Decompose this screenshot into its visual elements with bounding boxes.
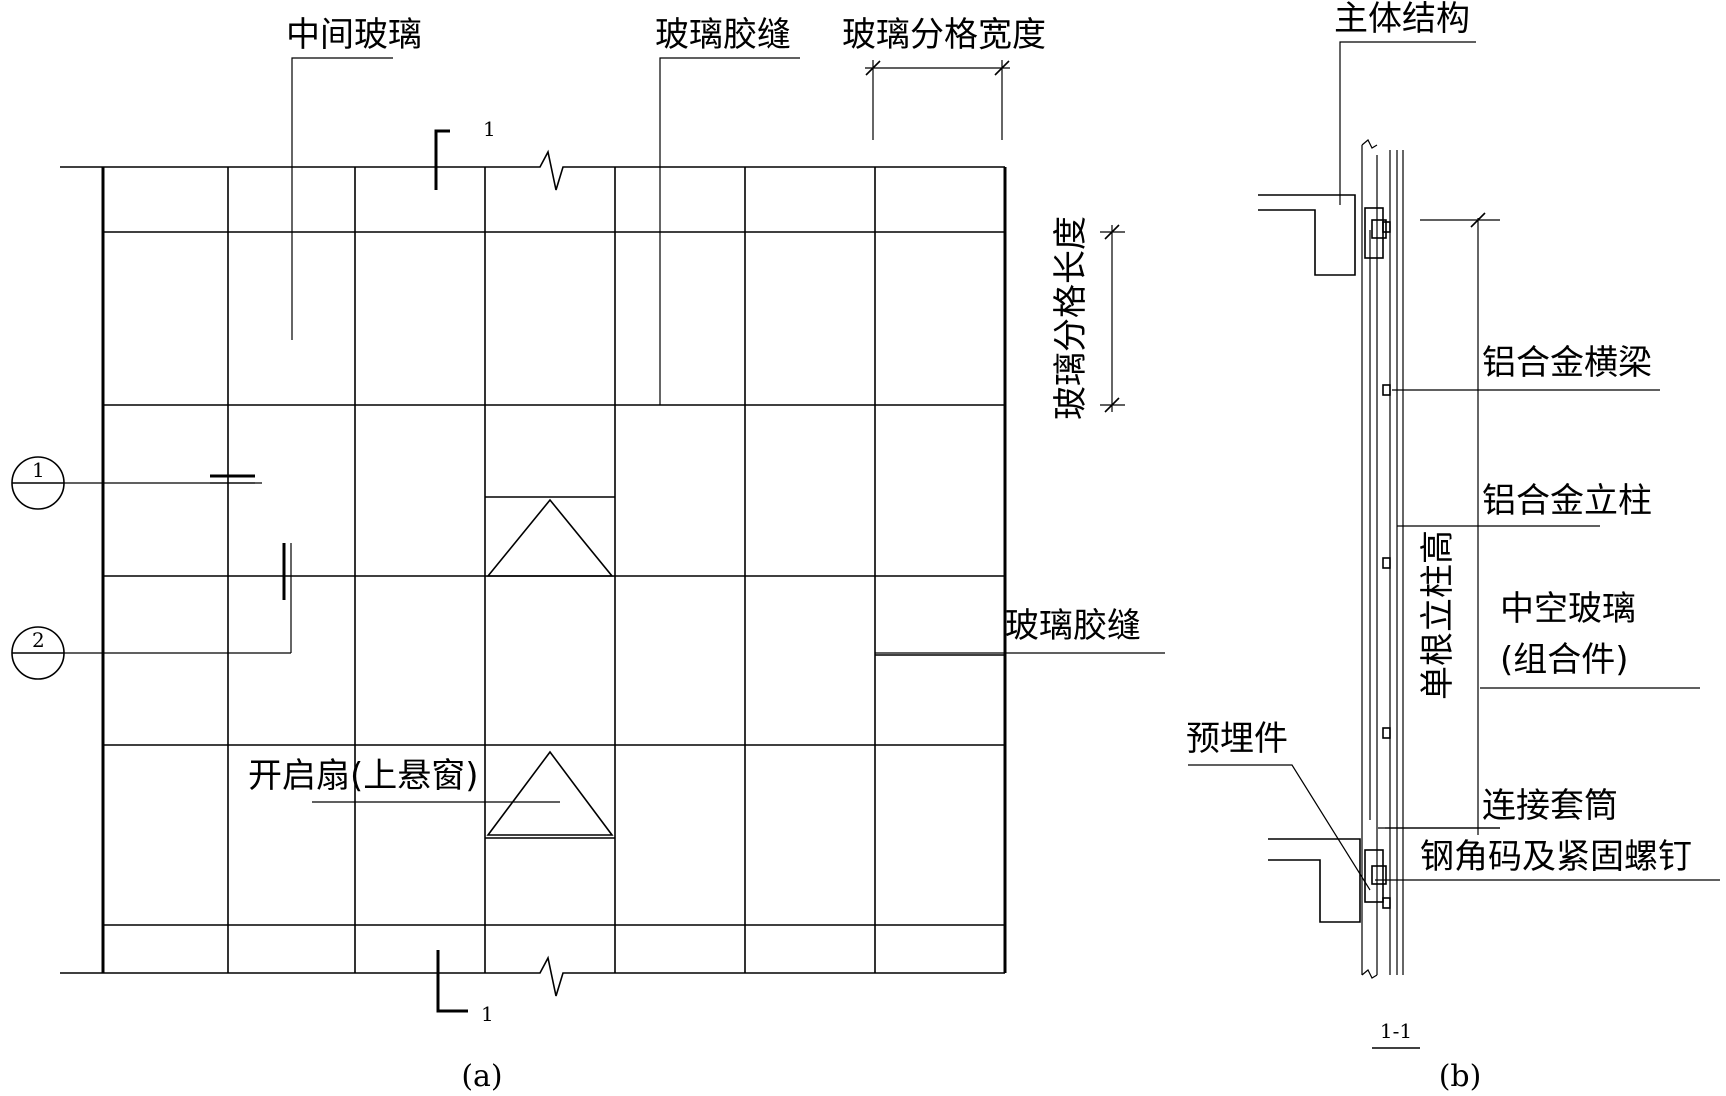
leader-glass-seam-top: 玻璃胶缝 [655,15,800,405]
opening-sash-triangle-lower [486,750,614,836]
section-mark-bottom-label: 1 [481,1002,494,1026]
transom-lines [103,231,1005,926]
leader-middle-glass: 中间玻璃 [286,15,422,340]
label-glass-seam-right: 玻璃胶缝 [1005,606,1141,646]
caption-a: (a) [461,1059,502,1094]
detail-callout-1-label: 1 [32,458,45,482]
label-steel-angle-bolts: 钢角码及紧固螺钉 [1420,837,1692,877]
label-insulating-glass-line1: 中空玻璃 [1500,589,1636,629]
mullion-lines [227,167,876,973]
section-mark-top-label: 1 [483,117,496,141]
top-boundary-line [60,149,1005,191]
transom-blocks [1382,221,1391,909]
bottom-break-line [1361,969,1378,979]
leader-aluminum-transom: 铝合金横梁 [1392,343,1660,391]
leader-embedded-part: 预埋件 [1186,719,1371,891]
elevation-diagram: 1 1 1 2 中间玻璃 [11,15,1165,1094]
detail-callout-2-label: 2 [32,628,45,652]
section-diagram: 主体结构 单根立柱高 铝合金横梁 铝合金立柱 中空玻璃 (组合件) [1186,0,1720,1094]
label-embedded-part: 预埋件 [1186,719,1288,759]
label-opening-sash: 开启扇(上悬窗) [248,756,479,796]
section-title-label: 1-1 [1380,1019,1412,1043]
leader-aluminum-mullion: 铝合金立柱 [1397,481,1652,527]
label-pane-length: 玻璃分格长度 [1051,216,1091,420]
detail-callout-1: 1 [11,456,262,510]
label-middle-glass: 中间玻璃 [286,15,422,55]
section-title: 1-1 [1372,1019,1420,1049]
leader-insulating-glass: 中空玻璃 (组合件) [1480,589,1700,689]
bottom-boundary-line [60,955,1005,997]
top-bracket [1364,207,1387,259]
dimension-mullion-height: 单根立柱高 [1378,212,1500,835]
dimension-pane-length: 玻璃分格长度 [1051,216,1125,420]
top-break-line [1361,139,1378,149]
label-glass-seam-top: 玻璃胶缝 [655,15,791,55]
label-aluminum-mullion: 铝合金立柱 [1482,481,1652,521]
leader-glass-seam-right: 玻璃胶缝 [875,606,1165,654]
label-pane-width: 玻璃分格宽度 [842,15,1046,55]
caption-b: (b) [1439,1059,1482,1094]
bottom-floor-slab [1268,838,1361,923]
label-aluminum-transom: 铝合金横梁 [1482,343,1652,383]
leader-opening-sash: 开启扇(上悬窗) [248,756,560,803]
section-mark-top: 1 [434,117,496,190]
section-mark-bottom: 1 [436,950,494,1026]
label-connecting-sleeve: 连接套筒 [1482,786,1618,826]
leader-main-structure: 主体结构 [1334,0,1476,205]
leader-steel-angle-bolts: 钢角码及紧固螺钉 [1375,837,1720,881]
bottom-bracket [1364,849,1387,903]
label-mullion-height: 单根立柱高 [1418,530,1458,700]
detail-callout-2: 2 [11,543,292,680]
label-insulating-glass-line2: (组合件) [1500,640,1629,680]
label-main-structure: 主体结构 [1334,0,1470,39]
dimension-pane-width: 玻璃分格宽度 [842,15,1046,140]
leader-connecting-sleeve: 连接套筒 [1385,786,1618,829]
top-floor-slab [1258,194,1356,276]
opening-sash-triangle-upper [486,498,614,577]
